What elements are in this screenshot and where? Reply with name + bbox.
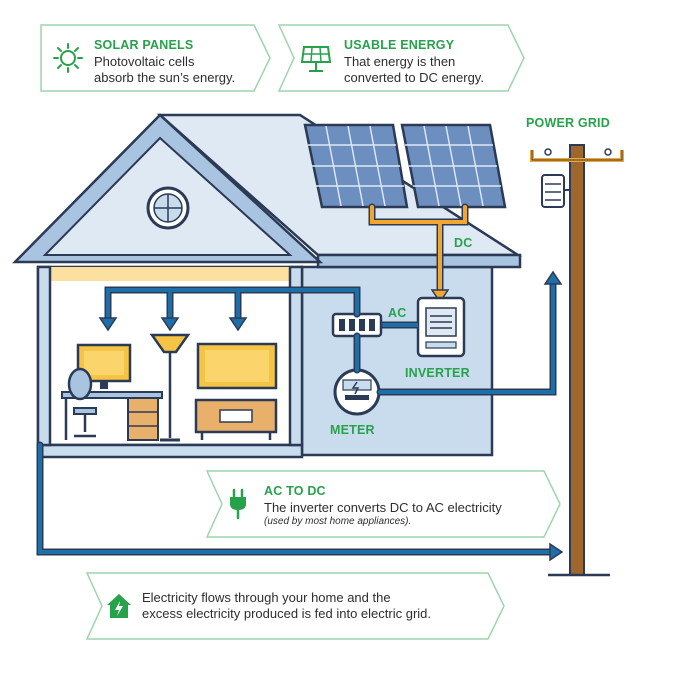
callout-acdc-line1: The inverter converts DC to AC electrici… xyxy=(264,499,502,515)
callout-solar-line1: Photovoltaic cells xyxy=(94,53,195,69)
label-ac: AC xyxy=(388,306,407,320)
inverter xyxy=(416,296,466,358)
house-left-wall xyxy=(36,265,52,447)
sun-icon xyxy=(53,43,83,73)
callout-usable-title: USABLE ENERGY xyxy=(344,38,455,52)
dc-wiring xyxy=(368,203,469,304)
label-meter: METER xyxy=(330,423,375,437)
dc-arrow-head xyxy=(430,289,450,304)
label-power-grid: POWER GRID xyxy=(526,116,610,130)
label-inverter: INVERTER xyxy=(405,366,470,380)
ceiling-light-strip xyxy=(50,267,292,281)
callout-ac-to-dc: AC TO DC The inverter converts DC to AC … xyxy=(206,470,562,538)
home-energy-icon xyxy=(107,594,131,618)
callout-acdc-note: (used by most home appliances). xyxy=(264,515,412,527)
callout-acdc-title: AC TO DC xyxy=(264,484,326,498)
callout-solar-title: SOLAR PANELS xyxy=(94,38,194,52)
desk-workstation xyxy=(61,343,163,441)
callout-usable-energy: USABLE ENERGY That energy is then conver… xyxy=(278,24,526,92)
solar-panel-icon xyxy=(300,46,332,72)
callout-usable-line1: That energy is then xyxy=(344,53,456,69)
flow-arrowheads xyxy=(98,270,564,562)
solar-panels xyxy=(303,123,507,209)
ac-flow-lines xyxy=(36,278,557,556)
plug-icon xyxy=(230,488,246,520)
callout-flow-line2: excess electricity produced is fed into … xyxy=(142,606,432,622)
callout-flow-line1: Electricity flows through your home and … xyxy=(142,590,391,605)
callout-electricity-flow: Electricity flows through your home and … xyxy=(86,572,506,640)
tv-cabinet xyxy=(194,342,278,440)
power-pole xyxy=(530,144,624,577)
house-floor xyxy=(36,443,304,459)
callout-solar-panels: SOLAR PANELS Photovoltaic cells absorb t… xyxy=(40,24,272,92)
label-dc: DC xyxy=(454,236,473,250)
meter xyxy=(333,368,381,416)
house-mid-wall xyxy=(288,265,304,447)
callout-usable-line2: converted to DC energy. xyxy=(344,69,484,85)
floor-lamp xyxy=(149,333,191,442)
roof-eave xyxy=(316,253,522,269)
callout-solar-line2: absorb the sun’s energy. xyxy=(94,69,236,85)
